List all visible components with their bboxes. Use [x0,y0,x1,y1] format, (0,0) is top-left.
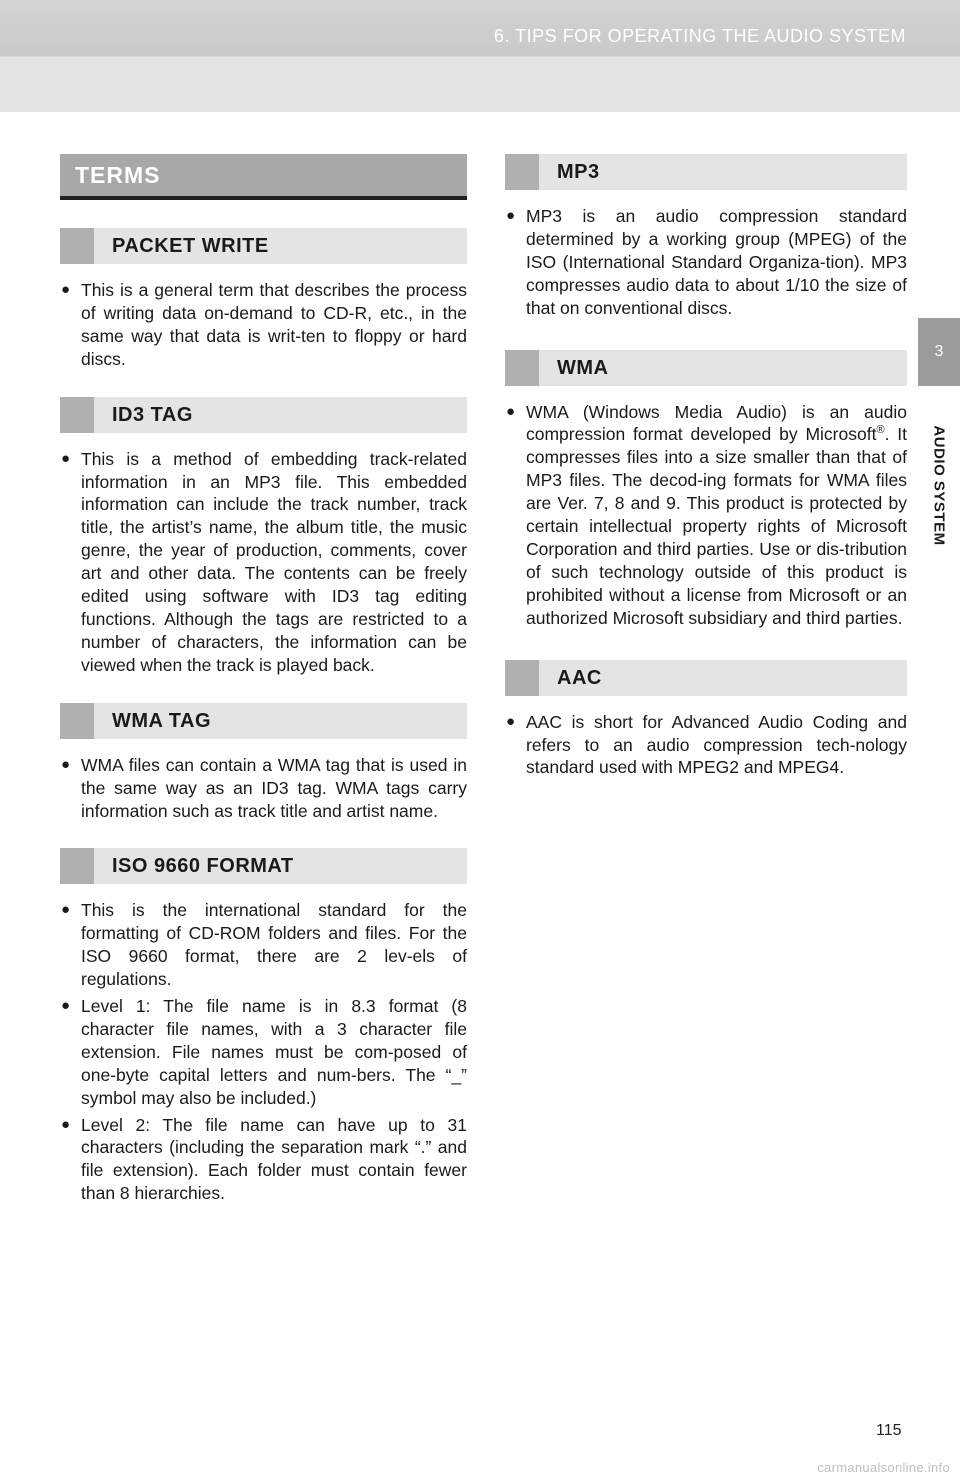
bullet-item: ● AAC is short for Advanced Audio Coding … [505,711,907,780]
watermark: carmanualsonline.info [817,1460,950,1475]
bullet-list: ● WMA files can contain a WMA tag that is… [60,754,467,823]
section-aac: AAC ● AAC is short for Advanced Audio Cod… [505,659,907,780]
section-heading: ISO 9660 FORMAT [60,848,467,885]
left-column: TERMS PACKET WRITE ● This is a general te… [60,154,467,1231]
section-iso-9660: ISO 9660 FORMAT ● This is the internation… [60,848,467,1205]
bullet-item: ● This is the international standard for … [60,899,467,991]
bullet-list: ● This is a method of embedding track-rel… [60,448,467,677]
bullet-text: MP3 is an audio compression standard det… [526,206,907,318]
bullet-item: ● This is a method of embedding track-rel… [60,448,467,677]
bullet-text: Level 2: The file name can have up to 31… [81,1114,467,1204]
bullet-text: This is the international standard for t… [81,900,467,990]
bullet-list: ● This is a general term that describes t… [60,279,467,371]
bullet-dot-icon: ● [61,1115,71,1133]
bullet-text: This is a method of embedding track-rela… [81,448,467,675]
section-heading: PACKET WRITE [60,228,467,264]
bullet-list: ● MP3 is an audio compression standard de… [505,205,907,320]
header-band: 6. TIPS FOR OPERATING THE AUDIO SYSTEM [0,0,960,112]
section-heading: WMA [505,349,907,386]
bullet-text-start: WMA (Windows Media Audio) is an audio co… [526,401,907,445]
bullet-item: ● WMA (Windows Media Audio) is an audio c… [505,401,907,630]
bullet-dot-icon: ● [61,755,71,773]
section-packet-write: PACKET WRITE ● This is a general term tha… [60,228,467,371]
chapter-tab: 3 [918,318,960,386]
bullet-text: AAC is short for Advanced Audio Coding a… [526,711,907,778]
bullet-dot-icon: ● [61,281,71,298]
page-number: 115 [876,1422,902,1439]
section-id3-tag: ID3 TAG ● This is a method of embedding t… [60,396,467,677]
section-heading: WMA TAG [60,702,467,739]
chapter-title: 6. TIPS FOR OPERATING THE AUDIO SYSTEM [493,26,906,46]
section-wma-tag: WMA TAG ● WMA files can contain a WMA tag… [60,702,467,823]
bullet-list: ● This is the international standard for … [60,899,467,1205]
bullet-dot-icon: ● [61,997,71,1015]
section-mp3: MP3 ● MP3 is an audio compression standar… [505,154,907,320]
chapter-side-label: AUDIO SYSTEM [924,395,954,575]
bullet-list: ● WMA (Windows Media Audio) is an audio c… [505,401,907,630]
bullet-item: ● WMA files can contain a WMA tag that is… [60,754,467,823]
section-heading: ID3 TAG [60,396,467,433]
section-heading: AAC [505,659,907,696]
bullet-dot-icon: ● [61,449,71,467]
bullet-dot-icon: ● [506,402,516,420]
bullet-text: This is a general term that describes th… [81,280,467,369]
bullet-dot-icon: ● [506,712,516,730]
bullet-item: ● MP3 is an audio compression standard de… [505,205,907,320]
terms-heading: TERMS [60,154,467,200]
bullet-item: ● Level 2: The file name can have up to 3… [60,1114,467,1206]
bullet-dot-icon: ● [506,207,516,224]
bullet-list: ● AAC is short for Advanced Audio Coding … [505,711,907,780]
registered-mark: ® [876,424,885,437]
chapter-label-text: AUDIO SYSTEM [930,424,948,546]
bullet-dot-icon: ● [61,901,71,919]
bullet-text: Level 1: The file name is in 8.3 format … [81,996,467,1108]
bullet-item: ● Level 1: The file name is in 8.3 format… [60,995,467,1110]
bullet-text-end: . It compresses files into a size smalle… [526,424,908,628]
bullet-item: ● This is a general term that describes t… [60,279,467,371]
bullet-text: WMA files can contain a WMA tag that is … [81,754,467,821]
chapter-number: 3 [934,343,944,360]
section-wma: WMA ● WMA (Windows Media Audio) is an aud… [505,349,907,630]
right-column: MP3 ● MP3 is an audio compression standar… [505,154,907,809]
section-heading: MP3 [505,154,907,190]
